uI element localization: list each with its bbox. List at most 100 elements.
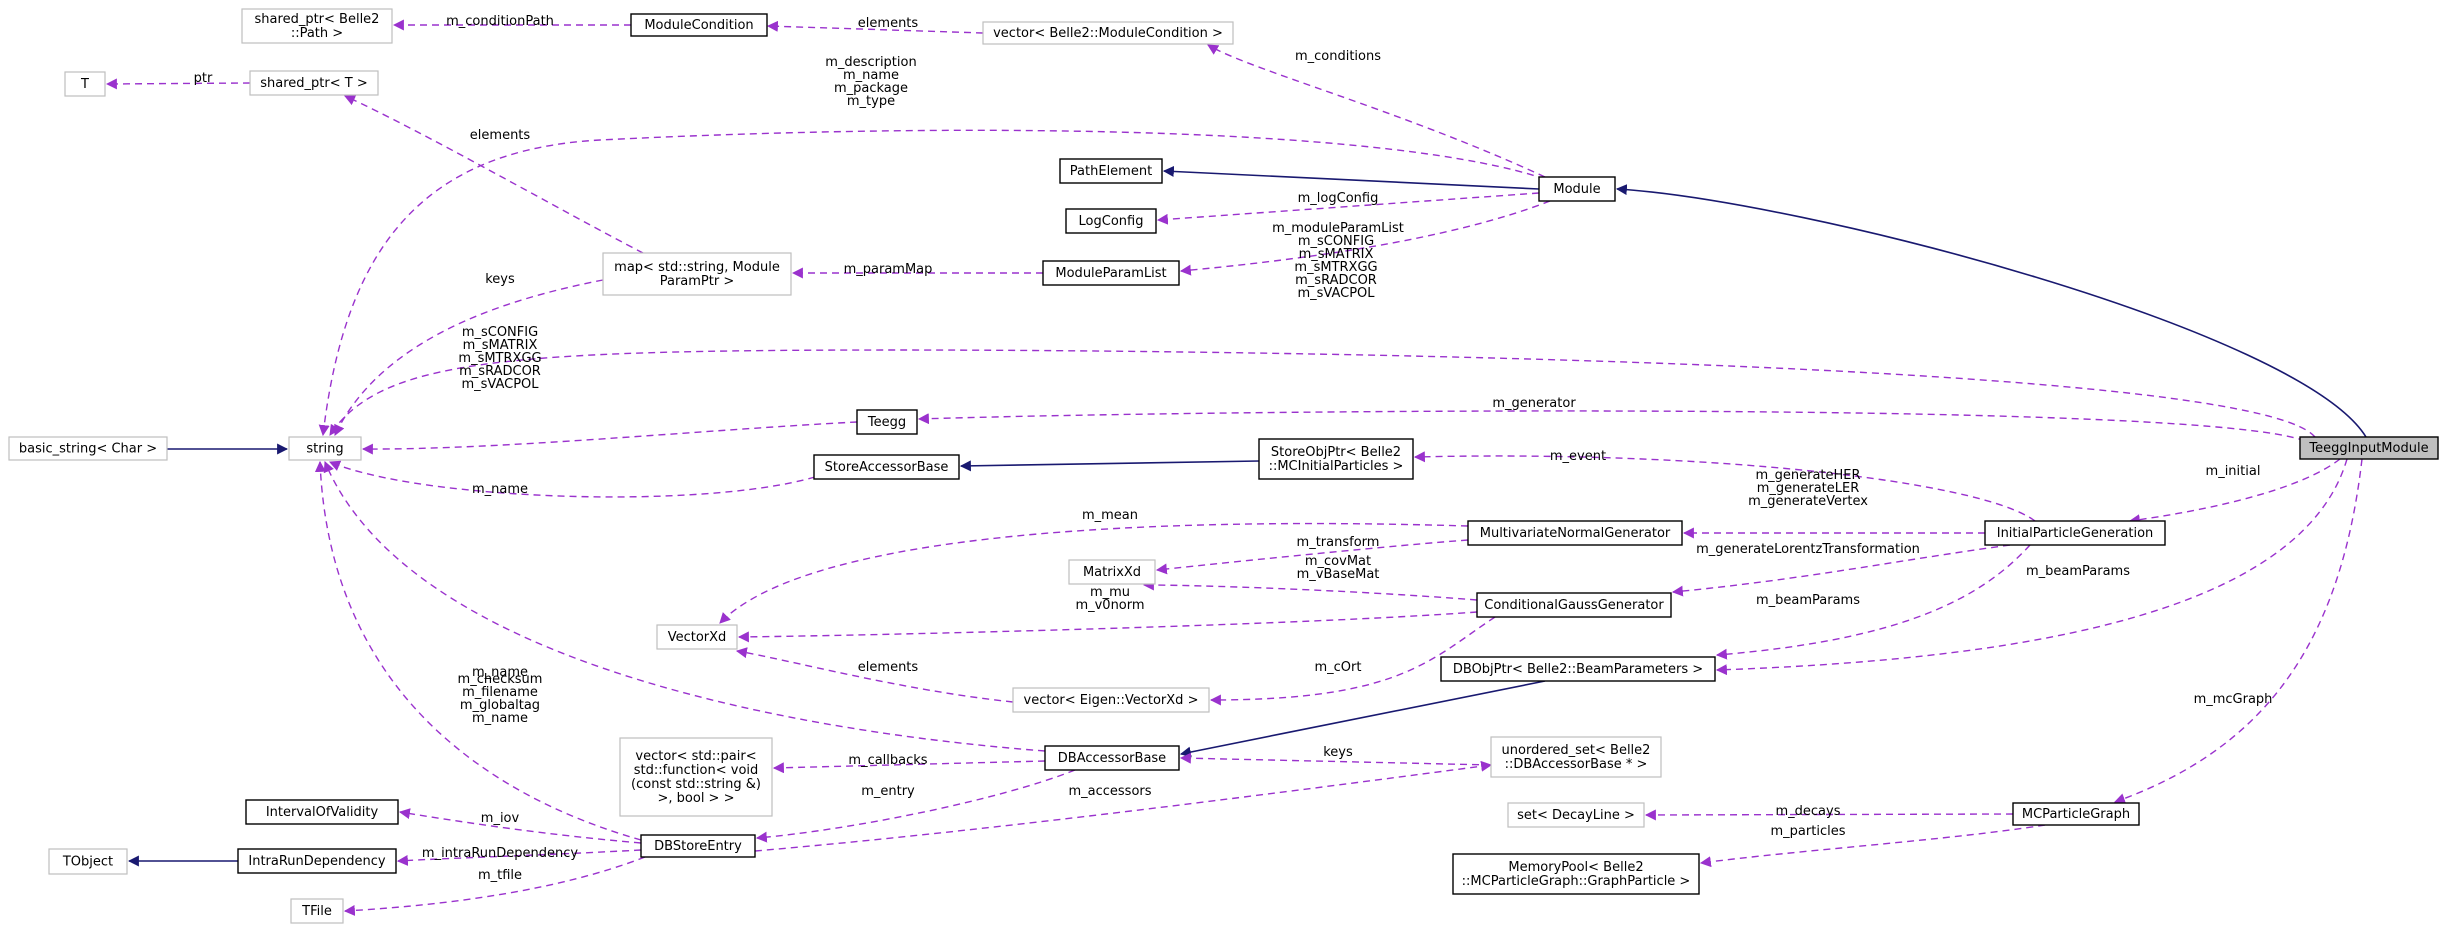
edge-label-elements-sp: elements — [470, 128, 531, 143]
node-db-store-entry[interactable]: DBStoreEntry — [640, 834, 756, 858]
node-label: set< DecayLine > — [1517, 808, 1635, 823]
node-label: Teegg — [867, 415, 906, 430]
usage-edge-32 — [772, 760, 1046, 774]
node-label: unordered_set< Belle2::DBAccessorBase * … — [1502, 743, 1651, 772]
node-mc-particle-graph[interactable]: MCParticleGraph — [2012, 802, 2140, 826]
node-label: LogConfig — [1079, 214, 1144, 229]
usage-edge-33 — [1179, 752, 1492, 766]
usage-edge-5 — [318, 129, 1546, 437]
inheritance-edge-6 — [1162, 165, 1540, 190]
usage-edge-36 — [754, 760, 1493, 852]
edge-label-beam-params2: m_beamParams — [2026, 564, 2130, 579]
node-label: ModuleCondition — [644, 18, 753, 33]
node-module-param-list[interactable]: ModuleParamList — [1042, 260, 1180, 286]
node-db-accessor-base[interactable]: DBAccessorBase — [1044, 745, 1180, 771]
usage-edge-26 — [1715, 544, 2031, 660]
edge-label-entry: m_entry — [861, 784, 915, 799]
node-unordered-set: unordered_set< Belle2::DBAccessorBase * … — [1490, 736, 1662, 778]
node-label: Module — [1553, 182, 1600, 197]
edge-label-accessors: m_accessors — [1068, 784, 1151, 799]
node-label: DBObjPtr< Belle2::BeamParameters > — [1453, 662, 1703, 677]
node-label: shared_ptr< T > — [260, 76, 367, 91]
usage-edge-39 — [1699, 824, 2046, 868]
edge-label-generate-lorentz: m_generateLorentzTransformation — [1696, 542, 1920, 557]
usage-edge-14 — [361, 421, 858, 455]
usage-edge-21 — [1671, 544, 2011, 597]
usage-edge-43 — [343, 856, 646, 916]
node-matrix-xd: MatrixXd — [1068, 559, 1156, 585]
node-label: TFile — [301, 904, 332, 919]
node-tobject: TObject — [48, 848, 128, 875]
usage-edge-13 — [917, 410, 2306, 442]
usage-edge-10 — [334, 279, 604, 436]
node-label: StoreAccessorBase — [825, 460, 949, 475]
edge-label-iov: m_iov — [481, 811, 520, 826]
edge-label-generator: m_generator — [1492, 396, 1576, 411]
node-initial-particle-generation[interactable]: InitialParticleGeneration — [1984, 520, 2166, 546]
node-label: T — [80, 77, 89, 92]
node-interval-of-validity[interactable]: IntervalOfValidity — [245, 799, 399, 825]
edge-label-callbacks: m_callbacks — [848, 753, 927, 768]
node-module-condition[interactable]: ModuleCondition — [630, 13, 768, 37]
node-teegg[interactable]: Teegg — [856, 409, 918, 435]
edge-label-transform: m_transform — [1297, 535, 1380, 550]
node-label: MCParticleGraph — [2022, 807, 2130, 822]
node-label: basic_string< Char > — [19, 441, 157, 456]
usage-edge-27 — [1715, 458, 2348, 676]
node-string: string — [288, 436, 362, 461]
usage-edge-29 — [735, 647, 1014, 703]
node-path-element[interactable]: PathElement — [1059, 158, 1163, 184]
node-intra-run-dependency[interactable]: IntraRunDependency — [237, 848, 397, 874]
node-label: string — [306, 441, 343, 456]
usage-edge-37 — [2113, 458, 2363, 804]
node-module[interactable]: Module — [1538, 176, 1616, 202]
node-label: TeeggInputModule — [2308, 441, 2428, 456]
node-db-obj-ptr[interactable]: DBObjPtr< Belle2::BeamParameters > — [1440, 656, 1716, 682]
node-conditional-gauss-generator[interactable]: ConditionalGaussGenerator — [1476, 592, 1672, 618]
usage-edge-3 — [105, 78, 251, 90]
node-label: vector< Eigen::VectorXd > — [1024, 693, 1199, 708]
usage-edge-23 — [1155, 539, 1469, 575]
usage-edge-12 — [329, 349, 2316, 438]
node-vector-module-condition: vector< Belle2::ModuleCondition > — [982, 21, 1234, 45]
node-multivariate-normal-generator[interactable]: MultivariateNormalGenerator — [1467, 520, 1683, 546]
node-label: shared_ptr< Belle2::Path > — [255, 12, 380, 41]
node-label: IntervalOfValidity — [266, 805, 379, 820]
usage-edge-4 — [343, 95, 644, 254]
edge-label-conditions: m_conditions — [1295, 49, 1381, 64]
node-memory-pool[interactable]: MemoryPool< Belle2::MCParticleGraph::Gra… — [1452, 853, 1700, 895]
node-log-config[interactable]: LogConfig — [1065, 208, 1157, 234]
node-teegg-input-module[interactable]: TeeggInputModule — [2299, 436, 2439, 460]
edge-label-log-config: m_logConfig — [1298, 191, 1379, 206]
node-label: ConditionalGaussGenerator — [1484, 598, 1664, 613]
inheritance-edge-16 — [959, 460, 1260, 472]
node-vector-pair: vector< std::pair<std::function< void(co… — [619, 737, 773, 817]
node-store-obj-ptr[interactable]: StoreObjPtr< Belle2::MCInitialParticles … — [1258, 438, 1414, 480]
usage-edge-18 — [1413, 451, 2036, 522]
edge-label-name-store: m_name — [472, 482, 528, 497]
node-store-accessor-base[interactable]: StoreAccessorBase — [813, 454, 960, 480]
node-label: MemoryPool< Belle2::MCParticleGraph::Gra… — [1462, 860, 1691, 889]
node-label: PathElement — [1070, 164, 1152, 179]
node-label: InitialParticleGeneration — [1997, 526, 2154, 541]
edge-label-intra-run: m_intraRunDependency — [422, 846, 578, 861]
node-label: MatrixXd — [1083, 565, 1141, 580]
edge-label-event: m_event — [1550, 449, 1606, 464]
node-label: IntraRunDependency — [248, 854, 386, 869]
node-set-decay-line: set< DecayLine > — [1507, 802, 1645, 828]
usage-edge-40 — [398, 808, 642, 844]
node-t: T — [64, 71, 106, 97]
usage-edge-25 — [737, 611, 1478, 643]
usage-edge-7 — [1156, 192, 1540, 225]
node-label: StoreObjPtr< Belle2::MCInitialParticles … — [1269, 445, 1404, 474]
edge-label-c-ort: m_cOrt — [1315, 660, 1362, 675]
edge-label-keys-set: keys — [1323, 745, 1353, 760]
